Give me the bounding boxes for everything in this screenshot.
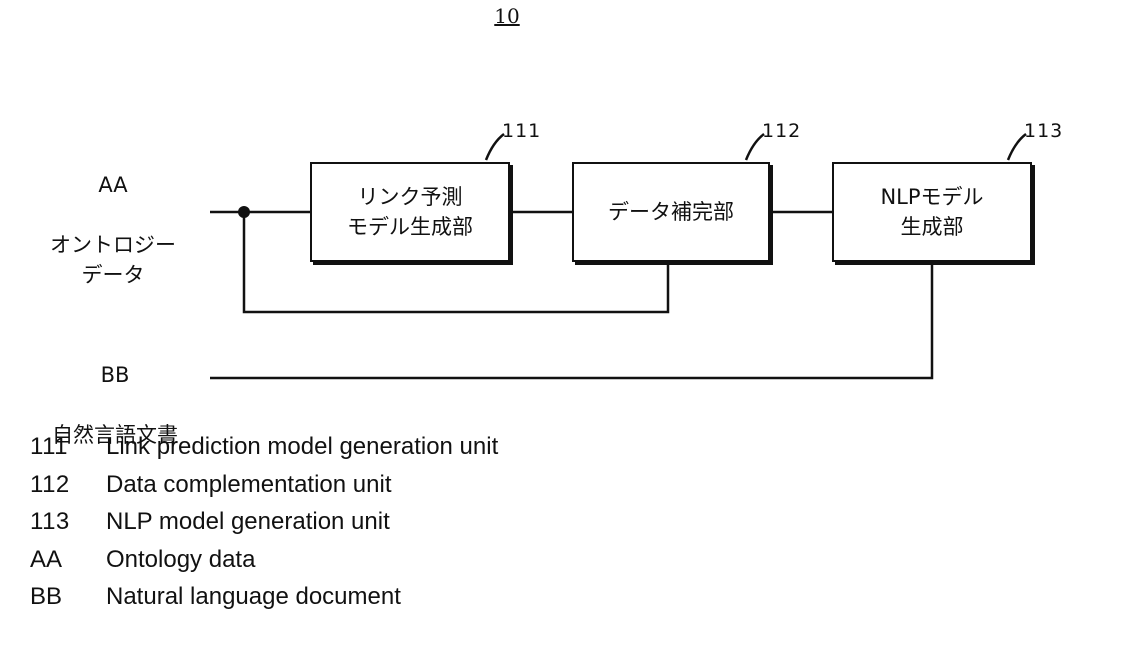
legend-key: AA: [30, 541, 106, 579]
legend-row: AA Ontology data: [30, 541, 498, 579]
input-aa: AA オントロジー データ: [28, 140, 198, 320]
legend-text: NLP model generation unit: [106, 503, 390, 541]
legend: 111 Link prediction model generation uni…: [30, 428, 498, 616]
ref-112: 112: [762, 120, 801, 142]
legend-row: 112 Data complementation unit: [30, 466, 498, 504]
legend-key: 111: [30, 428, 106, 466]
legend-key: 113: [30, 503, 106, 541]
legend-key: BB: [30, 578, 106, 616]
legend-text: Natural language document: [106, 578, 401, 616]
block-111: リンク予測 モデル生成部: [310, 162, 510, 262]
block-111-label: リンク予測 モデル生成部: [347, 182, 473, 242]
legend-row: 111 Link prediction model generation uni…: [30, 428, 498, 466]
block-113: NLPモデル 生成部: [832, 162, 1032, 262]
input-aa-code: AA: [28, 170, 198, 200]
legend-key: 112: [30, 466, 106, 504]
legend-text: Data complementation unit: [106, 466, 392, 504]
ref-113: 113: [1024, 120, 1063, 142]
input-aa-text: オントロジー データ: [28, 230, 198, 290]
input-bb-code: BB: [30, 360, 200, 390]
ref-111: 111: [502, 120, 541, 142]
legend-row: 113 NLP model generation unit: [30, 503, 498, 541]
block-112-label: データ補完部: [608, 197, 734, 227]
line-bb-to-113: [210, 262, 932, 378]
junction-dot: [238, 206, 250, 218]
legend-text: Ontology data: [106, 541, 255, 579]
legend-row: BB Natural language document: [30, 578, 498, 616]
legend-text: Link prediction model generation unit: [106, 428, 498, 466]
block-112: データ補完部: [572, 162, 770, 262]
block-113-label: NLPモデル 生成部: [880, 182, 983, 242]
